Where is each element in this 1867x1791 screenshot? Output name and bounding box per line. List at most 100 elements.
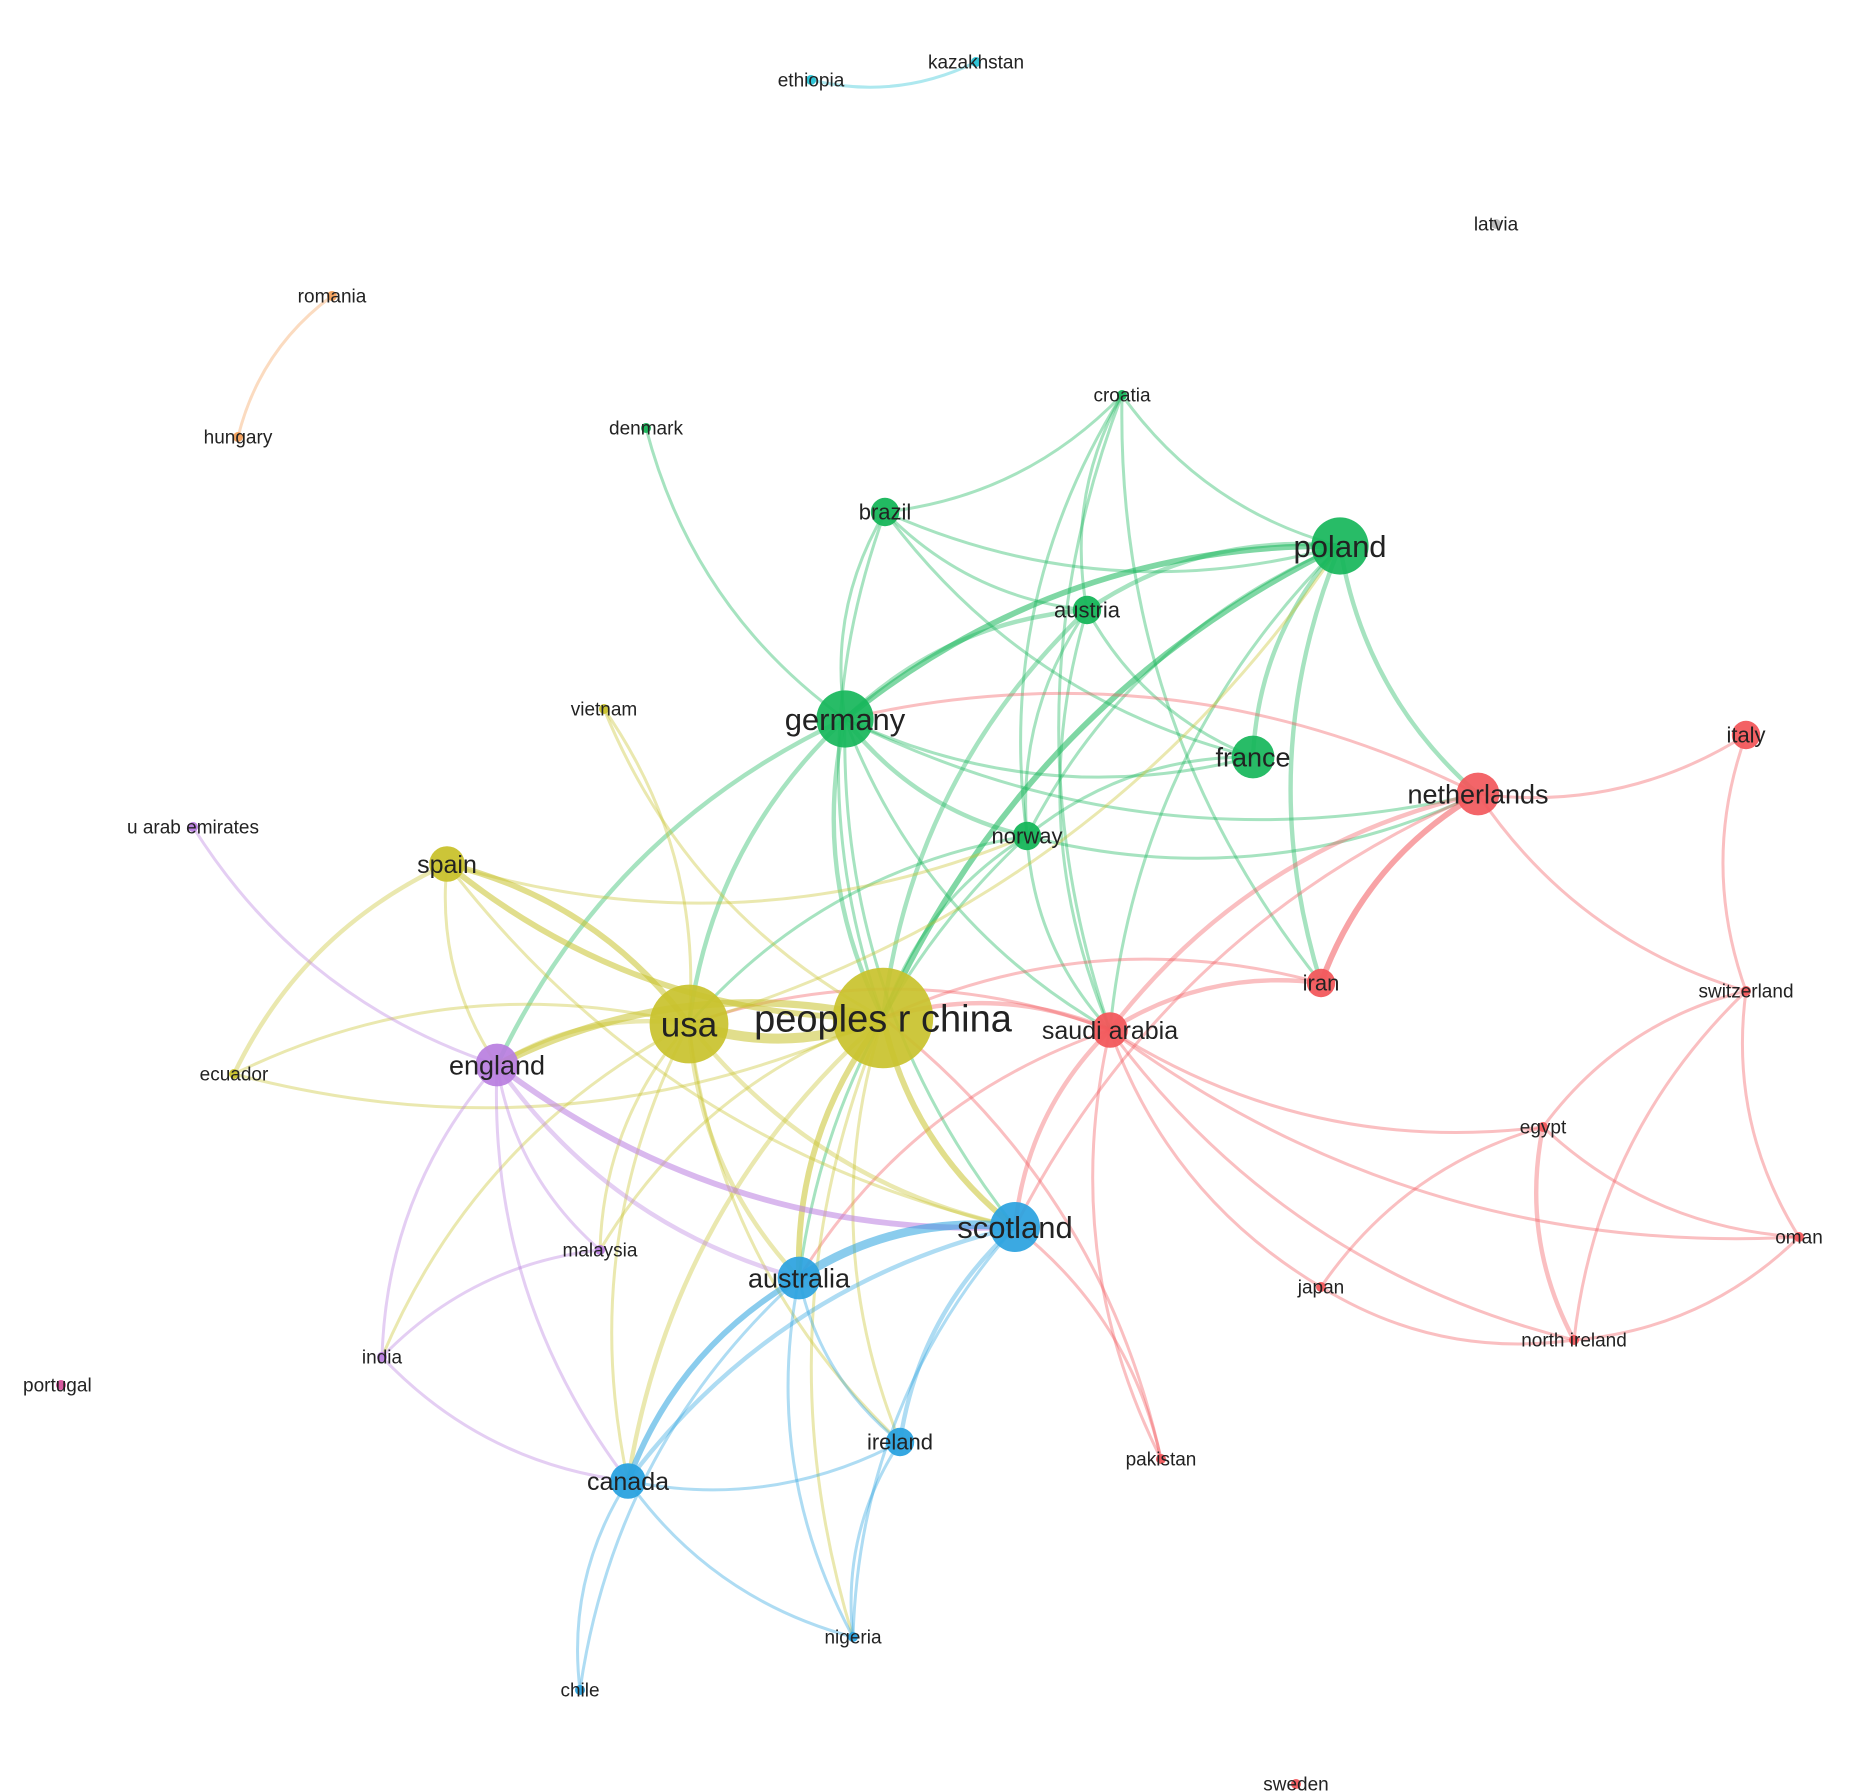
edge-austria-saudi-arabia — [1058, 609, 1112, 1031]
node-portugal[interactable] — [56, 1380, 66, 1390]
edge-poland-saudi-arabia — [1108, 544, 1342, 1031]
node-label-poland: poland — [1293, 529, 1386, 564]
node-norway[interactable] — [1012, 821, 1042, 851]
node-england[interactable] — [475, 1043, 519, 1087]
edge-india-canada — [380, 1355, 629, 1483]
edge-croatia-austria — [1079, 394, 1124, 611]
node-usa[interactable] — [649, 984, 729, 1064]
edge-croatia-poland — [1120, 394, 1341, 548]
node-germany[interactable] — [816, 690, 874, 748]
node-label-kazakhstan: kazakhstan — [928, 53, 1024, 74]
node-north-ireland[interactable] — [1569, 1335, 1579, 1345]
node-u-arab-emirates[interactable] — [188, 822, 198, 832]
node-label-norway: norway — [992, 824, 1063, 849]
node-poland[interactable] — [1311, 517, 1369, 575]
node-label-denmark: denmark — [609, 419, 683, 440]
edge-scotland-ireland — [897, 1225, 1017, 1443]
edge-england-india — [380, 1064, 499, 1358]
node-latvia[interactable] — [1491, 219, 1501, 229]
edge-peoples-r-china-nigeria — [809, 1017, 885, 1638]
node-india[interactable] — [377, 1352, 387, 1362]
edge-canada-ireland — [627, 1440, 901, 1492]
node-vietnam[interactable] — [599, 704, 609, 714]
edge-brazil-poland — [884, 510, 1341, 574]
node-chile[interactable] — [575, 1685, 585, 1695]
node-oman[interactable] — [1794, 1232, 1804, 1242]
edge-spain-scotland — [445, 863, 1016, 1229]
edge-france-norway — [1026, 755, 1254, 838]
node-label-france: france — [1215, 742, 1290, 772]
node-australia[interactable] — [777, 1256, 821, 1300]
node-austria[interactable] — [1072, 595, 1102, 625]
edge-poland-peoples-r-china — [880, 543, 1342, 1020]
node-label-usa: usa — [661, 1005, 718, 1044]
edge-england-canada — [494, 1064, 630, 1482]
node-label-ecuador: ecuador — [200, 1065, 269, 1086]
node-kazakhstan[interactable] — [971, 57, 981, 67]
node-label-north-ireland: north ireland — [1521, 1331, 1627, 1352]
node-label-romania: romania — [298, 287, 367, 308]
node-saudi-arabia[interactable] — [1092, 1012, 1128, 1048]
node-netherlands[interactable] — [1456, 772, 1500, 816]
edge-australia-ireland — [797, 1277, 901, 1444]
edge-poland-iran — [1288, 545, 1343, 984]
node-italy[interactable] — [1731, 720, 1761, 750]
node-egypt[interactable] — [1538, 1122, 1548, 1132]
node-malaysia[interactable] — [595, 1245, 605, 1255]
edge-scotland-australia — [796, 1220, 1016, 1282]
node-label-peoples-r-china: peoples r china — [754, 998, 1013, 1040]
node-croatia[interactable] — [1117, 390, 1127, 400]
edge-spain-england — [443, 863, 499, 1066]
node-label-egypt: egypt — [1520, 1118, 1567, 1139]
edge-vietnam-peoples-r-china — [602, 708, 884, 1020]
node-romania[interactable] — [327, 291, 337, 301]
node-hungary[interactable] — [233, 432, 243, 442]
node-label-brazil: brazil — [859, 500, 912, 525]
node-ireland[interactable] — [885, 1427, 915, 1457]
edge-australia-nigeria — [786, 1277, 855, 1638]
edge-saudi-arabia-japan — [1108, 1029, 1322, 1289]
node-label-italy: italy — [1726, 723, 1765, 748]
edge-netherlands-saudi-arabia — [1108, 791, 1479, 1032]
edge-netherlands-switzerland — [1476, 793, 1747, 993]
node-label-chile: chile — [560, 1681, 599, 1702]
node-japan[interactable] — [1316, 1282, 1326, 1292]
edge-england-malaysia — [495, 1064, 601, 1252]
node-scotland[interactable] — [990, 1202, 1040, 1252]
node-denmark[interactable] — [641, 423, 651, 433]
edge-egypt-oman — [1541, 1125, 1800, 1239]
edge-switzerland-egypt — [1541, 989, 1747, 1128]
node-pakistan[interactable] — [1156, 1454, 1166, 1464]
node-sweden[interactable] — [1291, 1779, 1301, 1789]
edge-germany-england — [495, 717, 846, 1066]
node-spain[interactable] — [429, 846, 465, 882]
edge-denmark-germany — [644, 427, 846, 721]
node-label-switzerland: switzerland — [1698, 982, 1793, 1003]
edge-iran-peoples-r-china — [882, 957, 1322, 1020]
edge-germany-france — [844, 717, 1254, 779]
edge-poland-norway — [1025, 544, 1341, 837]
node-switzerland[interactable] — [1741, 986, 1751, 996]
edge-ethiopia-kazakhstan — [810, 60, 977, 89]
edge-norway-usa — [687, 834, 1028, 1025]
edge-usa-scotland — [687, 1022, 1016, 1230]
node-peoples-r-china[interactable] — [832, 967, 934, 1069]
node-nigeria[interactable] — [848, 1632, 858, 1642]
node-canada[interactable] — [610, 1463, 646, 1499]
node-iran[interactable] — [1306, 968, 1336, 998]
edge-peoples-r-china-ireland — [851, 1017, 902, 1443]
edge-italy-switzerland — [1721, 734, 1748, 992]
nodes-layer — [56, 57, 1804, 1789]
node-label-iran: iran — [1303, 971, 1340, 996]
node-label-portugal: portugal — [23, 1376, 92, 1397]
node-brazil[interactable] — [870, 497, 900, 527]
node-france[interactable] — [1231, 735, 1275, 779]
edge-germany-netherlands — [844, 717, 1479, 822]
edge-brazil-france — [883, 511, 1254, 759]
edge-peoples-r-china-canada — [625, 1016, 885, 1482]
node-ethiopia[interactable] — [806, 75, 816, 85]
edge-u-arab-emirates-england — [191, 826, 498, 1067]
edge-saudi-arabia-egypt — [1109, 1028, 1544, 1135]
node-ecuador[interactable] — [229, 1069, 239, 1079]
